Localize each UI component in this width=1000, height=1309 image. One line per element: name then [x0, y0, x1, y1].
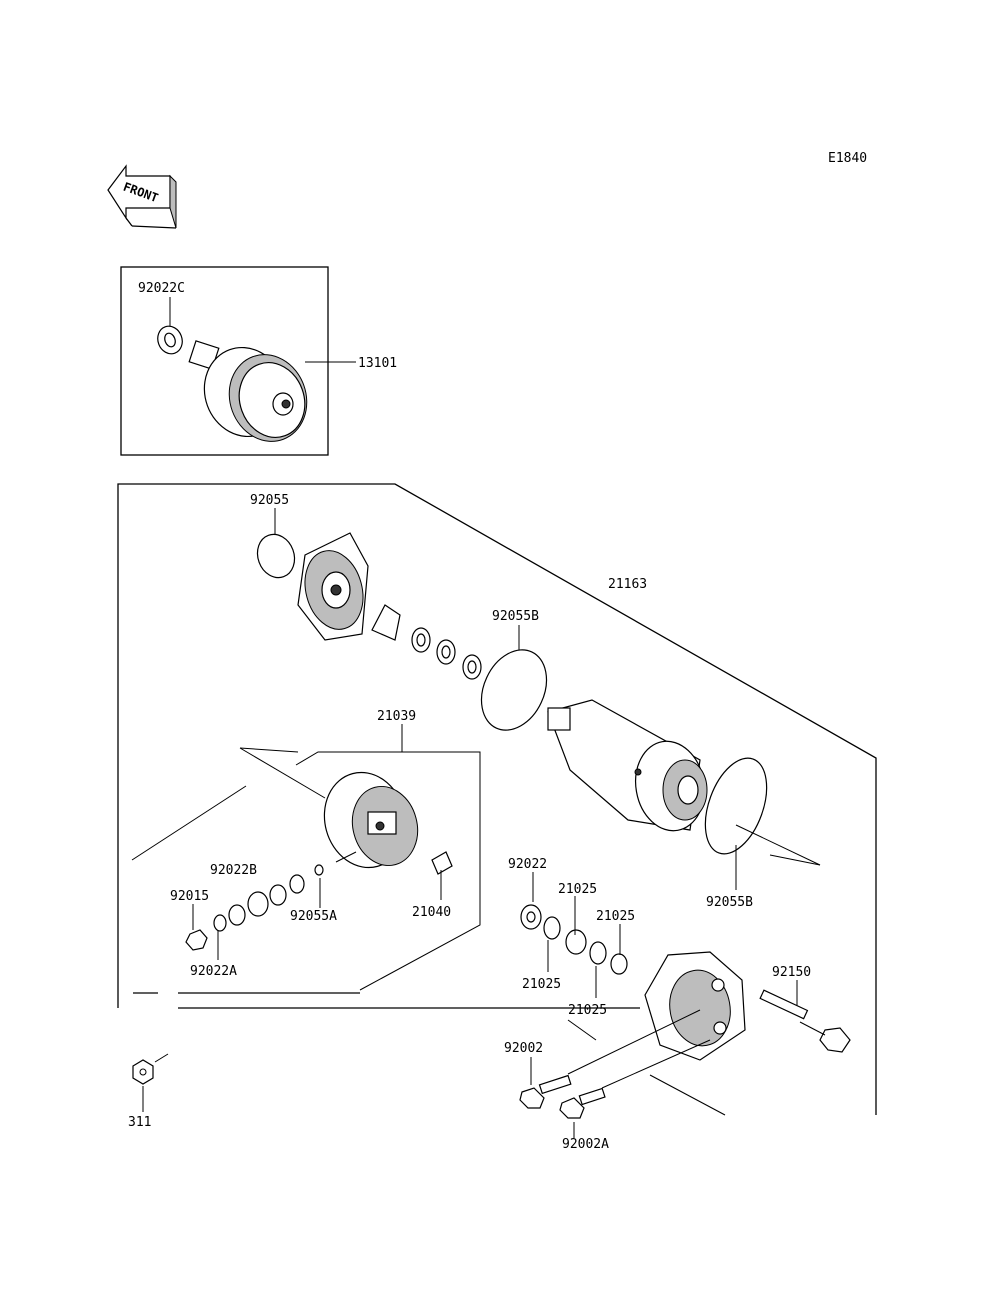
label-21163: 21163 [608, 577, 647, 592]
label-92055B-bottom: 92055B [706, 895, 753, 910]
label-13101: 13101 [358, 356, 397, 371]
label-92022: 92022 [508, 857, 547, 872]
assembly-21163-outline [117, 483, 877, 1115]
o-ring-92055B-bottom [704, 757, 768, 855]
front-cover [297, 532, 369, 641]
brush-plate [323, 771, 419, 869]
bolt-92002 [519, 1009, 701, 1109]
label-92002: 92002 [504, 1041, 543, 1056]
label-92055: 92055 [250, 493, 289, 508]
washer-92022C [157, 325, 183, 355]
assembly-21039-outline [131, 747, 481, 991]
bolt-92002A [559, 1039, 711, 1119]
rear-cover [644, 951, 746, 1116]
label-311: 311 [128, 1115, 151, 1130]
label-92015: 92015 [170, 889, 209, 904]
left-small-parts [185, 864, 324, 951]
nut-311 [132, 1053, 169, 1085]
front-arrow-icon: FRONT [107, 164, 177, 229]
label-21025-d: 21025 [568, 1003, 607, 1018]
front-cover-washers [371, 604, 482, 680]
label-21039: 21039 [377, 709, 416, 724]
label-92055B-top: 92055B [492, 609, 539, 624]
label-92022C: 92022C [138, 281, 185, 296]
label-21025-a: 21025 [558, 882, 597, 897]
label-92002A: 92002A [562, 1137, 609, 1152]
part-21040 [431, 851, 453, 875]
bolt-92150 [759, 989, 851, 1053]
rear-washers [520, 904, 628, 975]
label-92055A: 92055A [290, 909, 337, 924]
o-ring-92055 [256, 533, 296, 579]
label-92022B: 92022B [210, 863, 257, 878]
o-ring-92055B-top [480, 649, 548, 731]
label-92022A: 92022A [190, 964, 237, 979]
label-92150: 92150 [772, 965, 811, 980]
label-21040: 21040 [412, 905, 451, 920]
label-21025-c: 21025 [522, 977, 561, 992]
starter-clutch-box [120, 266, 329, 456]
starter-clutch-13101 [188, 340, 308, 442]
diagram-code: E1840 [828, 151, 867, 166]
label-21025-b: 21025 [596, 909, 635, 924]
armature-yoke [547, 699, 708, 832]
